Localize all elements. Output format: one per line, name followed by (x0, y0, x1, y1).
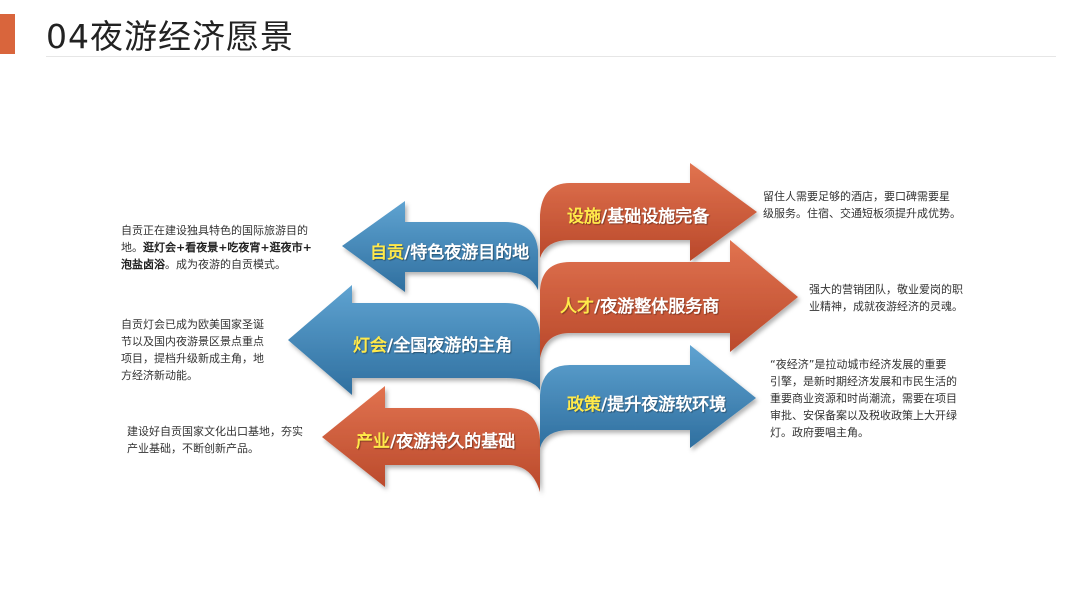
desc-zhengce: “夜经济”是拉动城市经济发展的重要 引擎，是新时期经济发展和市民生活的 重要商业… (770, 358, 957, 439)
desc-zigong: 自贡正在建设独具特色的国际旅游目的 地。逛灯会+看夜景+吃夜宵+逛夜市+ 泡盐卤… (121, 224, 312, 271)
title-divider (46, 56, 1056, 57)
arrow-label-zigong: 自贡/特色夜游目的地 (370, 243, 530, 263)
desc-chanye: 建设好自贡国家文化出口基地，夯实 产业基础，不断创新产品。 (127, 425, 303, 455)
arrow-zigong (342, 201, 538, 292)
desc-rencai: 强大的营销团队，敬业爱岗的职 业精神，成就夜游经济的灵魂。 (809, 283, 963, 313)
arrow-denghui (288, 285, 540, 395)
arrow-label-chanye: 产业/夜游持久的基础 (356, 432, 516, 452)
arrow-zhengce (540, 345, 756, 448)
arrow-sheshi (540, 163, 757, 261)
arrow-rencai (540, 240, 798, 358)
desc-sheshi: 留住人需要足够的酒店，要口碑需要星 级服务。住宿、交通短板须提升成优势。 (763, 190, 961, 220)
arrow-label-zhengce: 政策/提升夜游软环境 (567, 395, 727, 415)
arrow-label-rencai: 人才/夜游整体服务商 (560, 297, 720, 317)
page-title: 04夜游经济愿景 (46, 17, 294, 56)
arrow-label-sheshi: 设施/基础设施完备 (567, 207, 710, 227)
title-accent-bar (0, 14, 15, 54)
arrow-chanye (322, 386, 540, 492)
desc-denghui: 自贡灯会已成为欧美国家圣诞 节以及国内夜游景区景点重点 项目，提档升级新成主角，… (121, 318, 264, 382)
arrow-label-denghui: 灯会/全国夜游的主角 (353, 336, 513, 356)
